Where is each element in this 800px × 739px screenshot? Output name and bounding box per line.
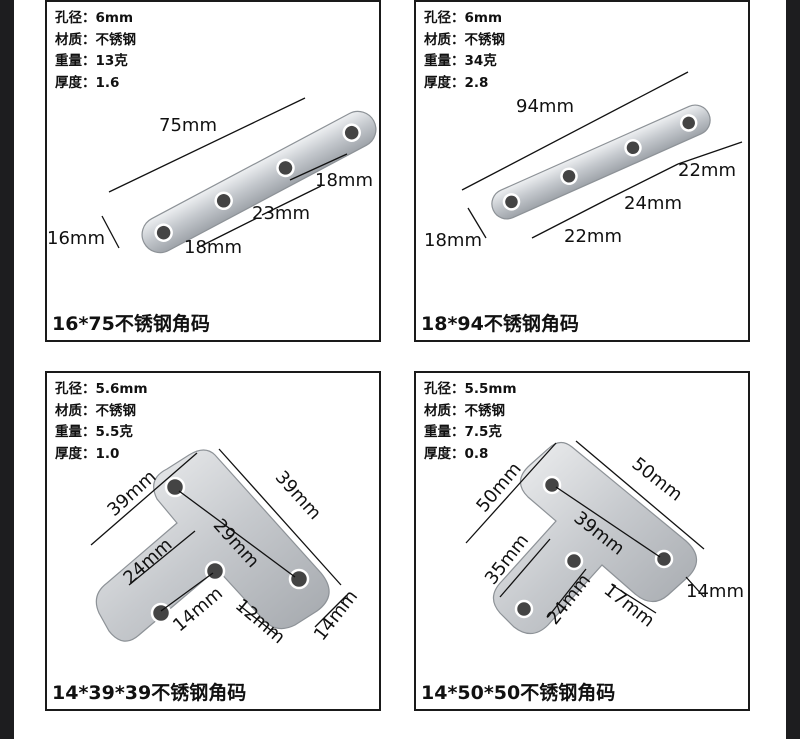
dimension-line [605, 163, 679, 201]
mounting-hole [624, 139, 642, 157]
t-bracket-plate [95, 449, 330, 642]
product-card-2: 孔径：6mm 材质：不锈钢 重量：34克 厚度：2.8 94mm 22mm 24… [414, 0, 750, 342]
spec-weight: 重量：7.5克 [424, 424, 502, 440]
dimension-line [289, 153, 348, 181]
mounting-hole [204, 560, 226, 582]
dimension-width: 18mm [424, 230, 482, 251]
product-caption: 16*75不锈钢角码 [52, 313, 210, 335]
spec-thickness: 厚度：0.8 [424, 445, 489, 462]
product-card-4: 孔径：5.5mm 材质：不锈钢 重量：7.5克 厚度：0.8 50mm 50mm… [414, 371, 750, 711]
spec-thickness: 厚度：1.6 [55, 74, 120, 91]
spec-material: 材质：不锈钢 [55, 402, 136, 419]
mounting-hole [288, 568, 310, 590]
dimension-hole-spacing-start: 18mm [184, 237, 242, 258]
dimension-line [467, 207, 487, 239]
spec-thickness: 厚度：2.8 [424, 74, 489, 91]
spec-material: 材质：不锈钢 [55, 31, 136, 48]
mounting-hole [514, 599, 534, 619]
product-card-1: 孔径：6mm 材质：不锈钢 重量：13克 厚度：1.6 75mm 18mm 23… [45, 0, 381, 342]
dimension-line [685, 576, 705, 598]
dimension-line [108, 97, 306, 193]
bracket-illustration [461, 71, 743, 239]
dimension-line [218, 448, 342, 586]
dimension-line [575, 440, 705, 550]
dimension-line [160, 572, 214, 612]
spec-hole-diameter: 孔径：5.5mm [424, 381, 517, 397]
dimension-line [547, 568, 587, 618]
spec-hole-diameter: 孔径：5.6mm [55, 381, 148, 397]
spec-material: 材质：不锈钢 [424, 402, 505, 419]
spec-list: 孔径：5.6mm 材质：不锈钢 重量：5.5克 厚度：1.0 [55, 379, 148, 465]
dimension-line [677, 141, 743, 165]
dimension-line [531, 199, 607, 239]
spec-hole-diameter: 孔径：6mm [55, 10, 134, 26]
dimension-line [499, 538, 551, 598]
dimension-hole-spacing-mid: 24mm [624, 193, 682, 214]
dimension-length: 75mm [159, 115, 217, 136]
spec-list: 孔径：6mm 材质：不锈钢 重量：13克 厚度：1.6 [55, 8, 136, 94]
dimension-hole-spacing-end: 22mm [678, 160, 736, 181]
bracket-illustration [101, 97, 377, 254]
bracket-illustration [465, 440, 705, 635]
dimension-line [314, 594, 348, 628]
mounting-hole [154, 223, 173, 242]
dimension-line [90, 452, 198, 546]
straight-bracket-plate [141, 110, 377, 254]
bracket-illustration [90, 448, 348, 642]
dimension-line [555, 486, 661, 558]
dimension-line [461, 71, 689, 191]
mounting-hole [560, 167, 578, 185]
dimension-line [101, 215, 120, 249]
mounting-hole [542, 475, 562, 495]
product-caption: 14*50*50不锈钢角码 [421, 682, 616, 704]
dimension-line [178, 490, 296, 578]
spec-list: 孔径：6mm 材质：不锈钢 重量：34克 厚度：2.8 [424, 8, 505, 94]
mounting-hole [564, 551, 584, 571]
product-caption: 14*39*39不锈钢角码 [52, 682, 247, 704]
bottom-margin [14, 716, 786, 739]
dimension-hole-spacing-mid: 23mm [252, 203, 310, 224]
straight-bracket-plate [491, 104, 711, 220]
mounting-hole [679, 114, 698, 132]
dimension-plate-width: 14mm [686, 581, 744, 602]
mounting-hole [276, 158, 295, 178]
dimension-line [611, 584, 657, 614]
mounting-hole [502, 193, 521, 211]
mounting-hole [214, 191, 233, 211]
dimension-line [196, 217, 258, 249]
dimension-line [128, 530, 196, 586]
spec-material: 材质：不锈钢 [424, 31, 505, 48]
mounting-hole [342, 123, 361, 142]
dimension-width: 16mm [47, 228, 105, 249]
product-caption: 18*94不锈钢角码 [421, 313, 579, 335]
dimension-length: 94mm [516, 96, 574, 117]
spec-weight: 重量：5.5克 [55, 424, 133, 440]
dimension-hole-spacing-end: 18mm [315, 170, 373, 191]
mounting-hole [654, 549, 674, 569]
spec-hole-diameter: 孔径：6mm [424, 10, 503, 26]
spec-weight: 重量：13克 [55, 53, 128, 69]
dimension-line [465, 442, 557, 544]
spec-thickness: 厚度：1.0 [55, 445, 120, 462]
dimension-hole-spacing-start: 22mm [564, 226, 622, 247]
product-card-3: 孔径：5.6mm 材质：不锈钢 重量：5.5克 厚度：1.0 39mm 39mm… [45, 371, 381, 711]
spec-list: 孔径：5.5mm 材质：不锈钢 重量：7.5克 厚度：0.8 [424, 379, 517, 465]
spec-weight: 重量：34克 [424, 53, 497, 69]
t-bracket-plate [492, 441, 698, 635]
dimension-line [261, 185, 322, 216]
dimension-line [238, 604, 278, 636]
